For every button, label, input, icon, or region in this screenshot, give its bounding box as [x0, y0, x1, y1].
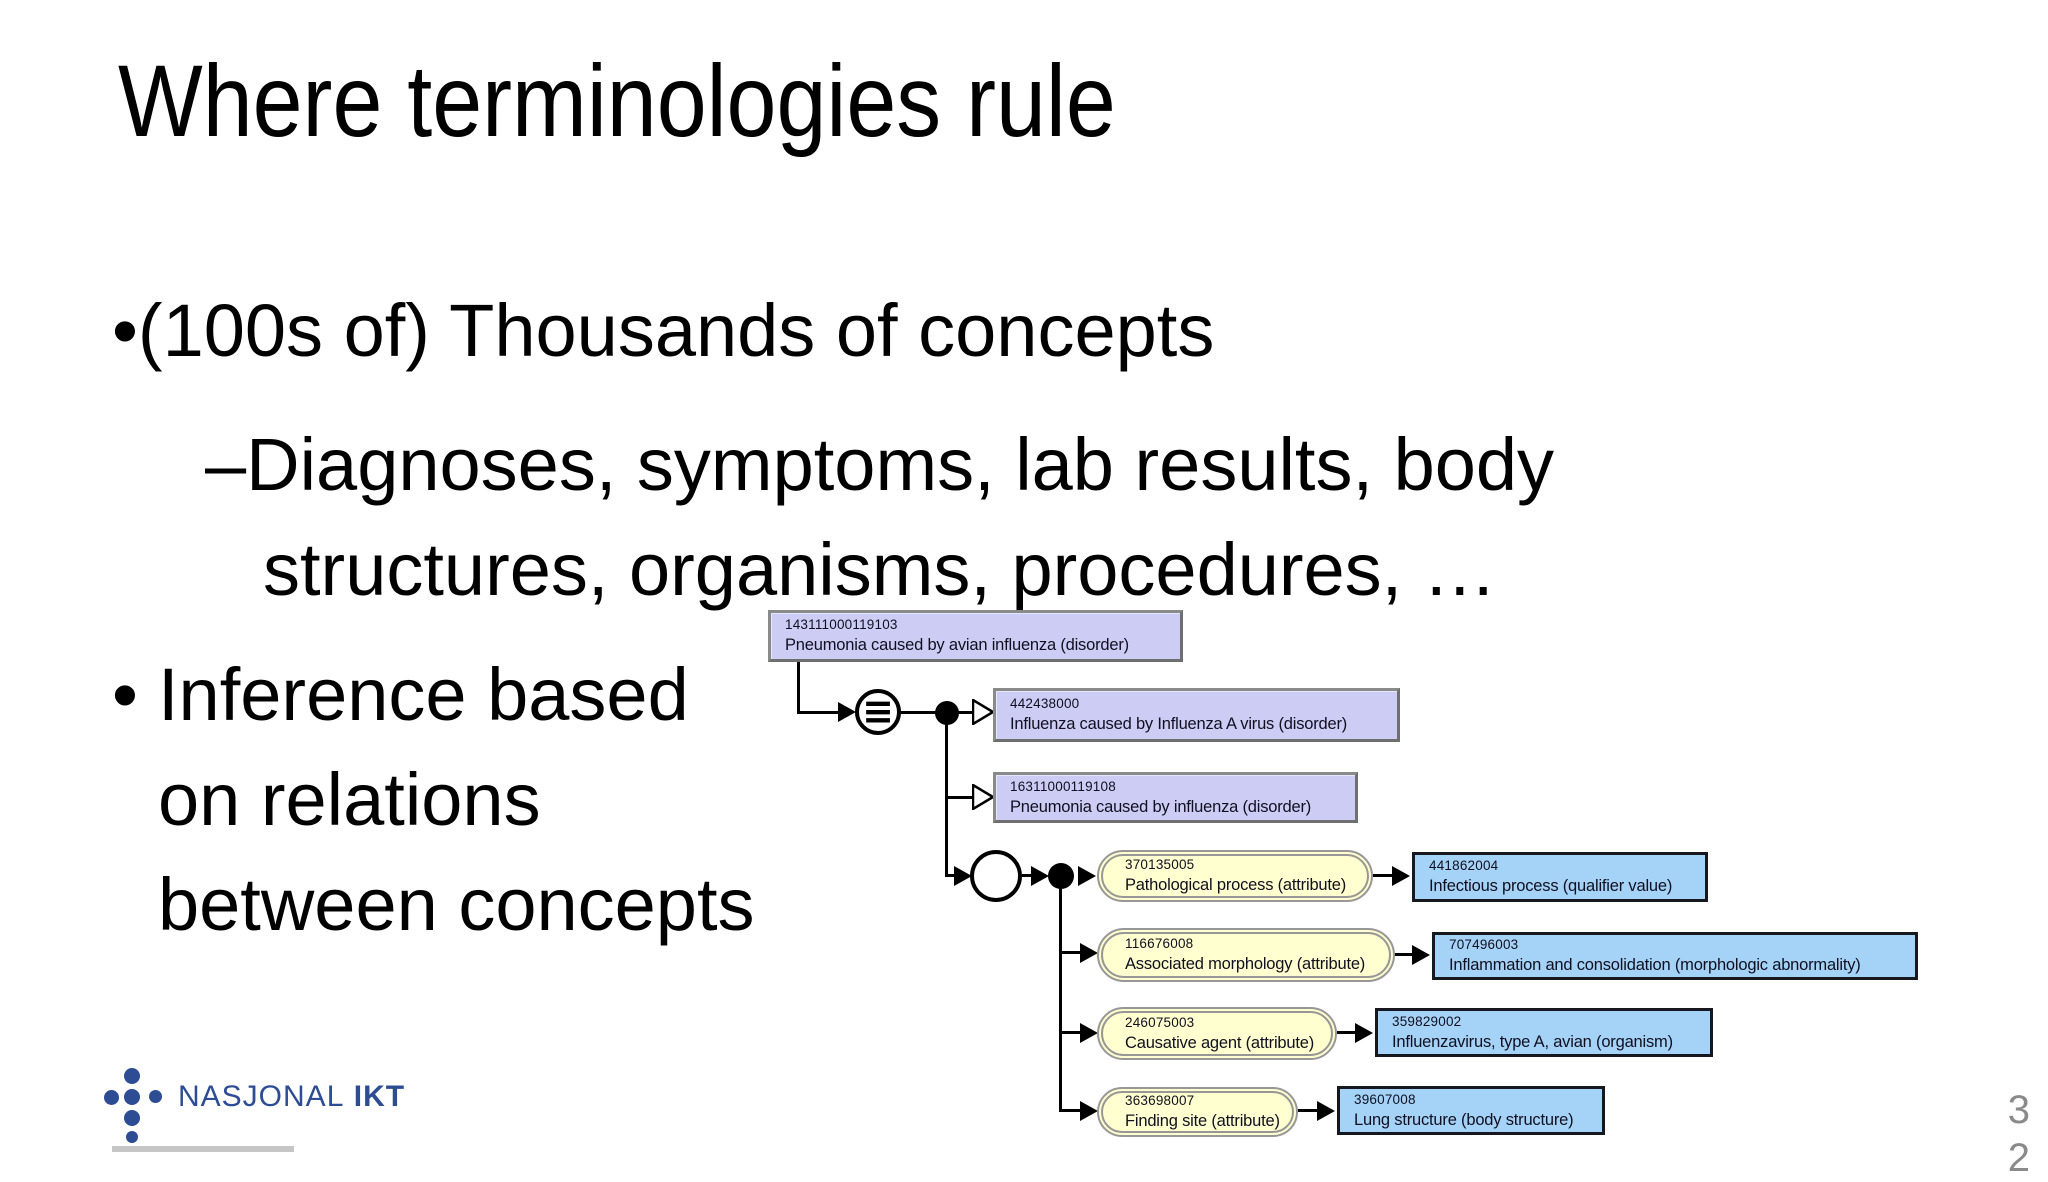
- value-node-infectious-process: 441862004 Infectious process (qualifier …: [1412, 852, 1708, 902]
- logo-dot-icon: [104, 1090, 119, 1105]
- sub-bullet-text-1: Diagnoses, symptoms, lab results, body: [246, 423, 1555, 506]
- logo-text: NASJONAL IKT: [178, 1080, 405, 1114]
- connector-line: [1337, 1031, 1356, 1034]
- connector-line: [1373, 874, 1393, 877]
- arrowhead-icon: [1078, 866, 1096, 886]
- equivalence-icon: ≡: [855, 689, 901, 735]
- bullet-text: (100s of) Thousands of concepts: [137, 289, 1215, 372]
- concept-id: 370135005: [1125, 857, 1195, 873]
- connector-line: [945, 874, 956, 877]
- dash-marker: –: [205, 423, 247, 506]
- concept-id: 441862004: [1429, 858, 1499, 874]
- isa-arrow-icon: [972, 784, 994, 810]
- bullet-inference: • Inference based on relations between c…: [112, 642, 755, 957]
- logo-text-regular: NASJONAL: [178, 1080, 345, 1113]
- connector-line: [1061, 1031, 1082, 1034]
- connector-line: [945, 797, 948, 877]
- concept-label: Influenzavirus, type A, avian (organism): [1392, 1032, 1673, 1051]
- value-node-lung-structure: 39607008 Lung structure (body structure): [1337, 1086, 1605, 1135]
- concept-id: 442438000: [1010, 696, 1080, 712]
- concept-label: Infectious process (qualifier value): [1429, 877, 1673, 896]
- arrowhead-icon: [1355, 1023, 1373, 1043]
- equivalence-glyph: ≡: [862, 689, 894, 733]
- arrowhead-icon: [838, 702, 856, 722]
- arrowhead-icon: [1080, 1023, 1098, 1043]
- concept-id: 246075003: [1125, 1014, 1195, 1030]
- sub-bullet-examples: –Diagnoses, symptoms, lab results, body …: [205, 412, 1554, 622]
- concept-id: 39607008: [1354, 1091, 1416, 1107]
- logo-dot-icon: [126, 1131, 138, 1143]
- connector-line: [901, 711, 937, 714]
- connector-line: [945, 713, 948, 799]
- bullet-line-3: between concepts: [158, 863, 755, 946]
- concept-label: Pneumonia caused by influenza (disorder): [1010, 797, 1312, 816]
- isa-arrow-icon: [972, 699, 994, 725]
- role-group-node-icon: [970, 850, 1022, 902]
- arrowhead-icon: [1412, 945, 1430, 965]
- connector-line: [797, 662, 800, 714]
- value-node-influenzavirus: 359829002 Influenzavirus, type A, avian …: [1375, 1008, 1713, 1057]
- arrowhead-icon: [954, 866, 972, 886]
- concept-node-focus: 143111000119103 Pneumonia caused by avia…: [768, 610, 1183, 662]
- concept-id: 16311000119108: [1010, 778, 1116, 794]
- concept-label: Pathological process (attribute): [1125, 876, 1347, 895]
- attribute-node-finding-site: 363698007 Finding site (attribute): [1097, 1087, 1298, 1137]
- concept-label: Causative agent (attribute): [1125, 1033, 1315, 1052]
- concept-label: Associated morphology (attribute): [1125, 955, 1366, 974]
- value-node-inflammation-consolidation: 707496003 Inflammation and consolidation…: [1432, 932, 1918, 980]
- arrowhead-icon: [1392, 866, 1410, 886]
- bullet-marker: •: [112, 653, 138, 736]
- bullet-line-2: on relations: [158, 758, 541, 841]
- logo-dot-icon: [124, 1089, 140, 1105]
- concept-label: Lung structure (body structure): [1354, 1110, 1574, 1129]
- bullet-marker: •: [112, 289, 138, 372]
- slide-page-number: 3 2: [1970, 1086, 2030, 1182]
- arrowhead-icon: [1080, 943, 1098, 963]
- logo-dot-icon: [124, 1110, 140, 1126]
- logo-dot-icon: [149, 1090, 162, 1103]
- arrowhead-icon: [1031, 866, 1049, 886]
- concept-node-parent-1: 442438000 Influenza caused by Influenza …: [993, 688, 1400, 742]
- connector-line: [1061, 1109, 1082, 1112]
- concept-id: 116676008: [1125, 936, 1194, 952]
- connector-line: [1395, 953, 1413, 956]
- connector-line: [1059, 876, 1062, 1112]
- page-number-line-1: 3: [2007, 1088, 2030, 1132]
- bullet-concepts: •(100s of) Thousands of concepts: [112, 278, 1214, 383]
- concept-id: 707496003: [1449, 937, 1519, 953]
- connector-line: [797, 711, 838, 714]
- concept-label: Inflammation and consolidation (morpholo…: [1449, 956, 1861, 975]
- concept-label: Influenza caused by Influenza A virus (d…: [1010, 715, 1348, 734]
- connector-line: [1298, 1109, 1318, 1112]
- concept-node-parent-2: 16311000119108 Pneumonia caused by influ…: [993, 772, 1358, 823]
- attribute-node-associated-morphology: 116676008 Associated morphology (attribu…: [1097, 928, 1395, 982]
- progress-bar: [112, 1146, 294, 1152]
- connector-line: [945, 796, 975, 799]
- concept-label: Pneumonia caused by avian influenza (dis…: [785, 636, 1129, 655]
- concept-id: 363698007: [1125, 1093, 1195, 1109]
- attribute-node-pathological-process: 370135005 Pathological process (attribut…: [1097, 850, 1373, 902]
- connector-line: [1061, 951, 1082, 954]
- sub-bullet-line-1: –Diagnoses, symptoms, lab results, body: [205, 412, 1554, 517]
- bullet-inference-lines: Inference based on relations between con…: [158, 642, 755, 957]
- presentation-slide: Where terminologies rule •(100s of) Thou…: [104, 44, 2030, 1180]
- arrowhead-icon: [1317, 1101, 1335, 1121]
- logo-text-bold: IKT: [353, 1080, 406, 1113]
- connector-line: [1022, 874, 1033, 877]
- concept-label: Finding site (attribute): [1125, 1112, 1280, 1131]
- arrowhead-icon: [1080, 1101, 1098, 1121]
- logo-dot-icon: [124, 1068, 140, 1084]
- concept-id: 359829002: [1392, 1013, 1462, 1029]
- page-title: Where terminologies rule: [118, 44, 1116, 158]
- attribute-node-causative-agent: 246075003 Causative agent (attribute): [1097, 1007, 1337, 1060]
- page-number-line-2: 2: [2007, 1136, 2030, 1180]
- bullet-line-1: Inference based: [158, 653, 689, 736]
- sub-bullet-line-2: structures, organisms, procedures, …: [263, 528, 1497, 611]
- connector-line: [958, 711, 975, 714]
- concept-id: 143111000119103: [785, 617, 898, 633]
